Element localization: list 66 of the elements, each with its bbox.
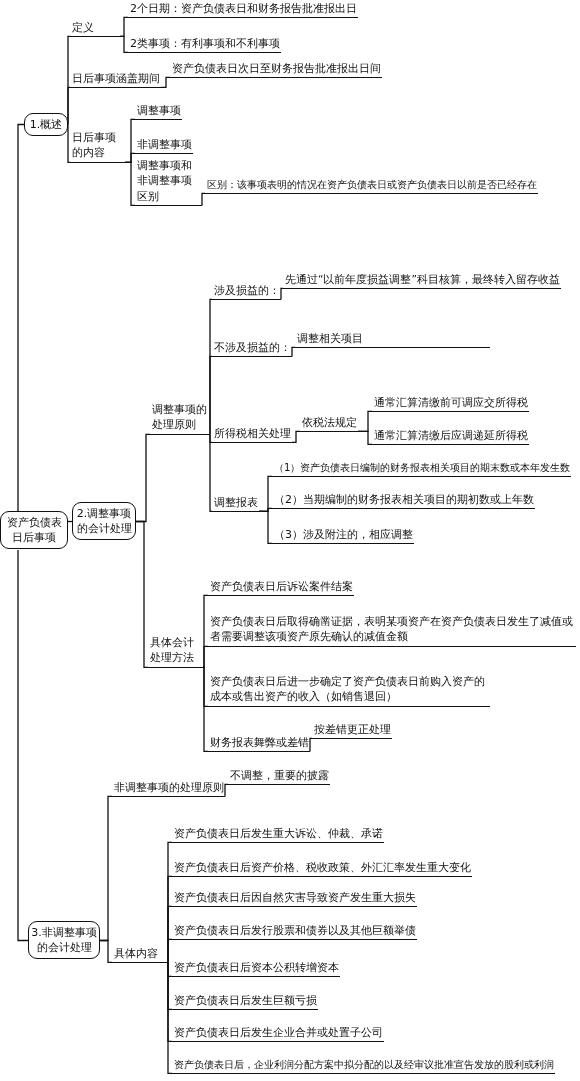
branch-line — [160, 76, 171, 89]
branch-label: 通常汇算清缴前可调应交所得税 — [372, 395, 529, 413]
branch-label: 具体会计处理方法 — [148, 635, 203, 668]
branch-line — [119, 35, 129, 54]
branch-label: 调整相关项目 — [295, 331, 490, 349]
branch-line — [209, 433, 213, 513]
branch-label: 2类事项：有利事项和不利事项 — [128, 36, 281, 54]
branch-line — [280, 287, 284, 301]
branch-label: 不涉及损益的： — [212, 340, 292, 358]
branch-label: 资产负债表日次日至财务报告批准报出日间 — [170, 61, 382, 79]
branch-label: 资产负债表日后诉讼案件结案 — [208, 579, 354, 597]
branch-line — [67, 520, 73, 523]
branch-label: 资产负债表日后发生巨额亏损 — [172, 993, 318, 1011]
branch-line — [202, 666, 209, 753]
branch-line — [224, 783, 229, 798]
branch-line — [291, 430, 301, 444]
branch-label: 所得税相关处理 — [212, 426, 292, 444]
branch-label: （2）当期编制的财务报表相关项目的期初数或上年数 — [272, 492, 535, 510]
branch-line — [258, 510, 273, 545]
topic-box: 3.非调整事项的会计处理 — [28, 920, 100, 960]
branch-label: 日后事项的内容 — [70, 130, 125, 163]
branch-line — [135, 520, 149, 669]
branch-label: 2个日期：资产负债表日和财务报告批准报出日 — [128, 1, 358, 19]
branch-line — [291, 346, 296, 358]
topic-box: 资产负债表日后事项 — [0, 510, 68, 550]
branch-label: 调整报表 — [212, 495, 259, 513]
branch-label: 调整事项和非调整事项区别 — [135, 158, 202, 207]
branch-line — [17, 123, 25, 512]
branch-label: 日后事项涵盖期间 — [70, 71, 161, 89]
branch-label: 区别：该事项表明的情况在资产负债表日或资产负债表日以前是否已经存在 — [205, 178, 538, 194]
branch-label: 资产负债表日后发生重大诉讼、仲裁、承诺 — [172, 826, 384, 844]
branch-line — [17, 549, 29, 942]
branch-line — [99, 939, 113, 964]
topic-box: 2.调整事项的会计处理 — [72, 501, 136, 541]
branch-label: 非调整事项的处理原则 — [112, 780, 225, 798]
branch-label: 先通过“以前年度损益调整”科目核算，最终转入留存收益 — [283, 272, 561, 289]
branch-label: 调整事项的处理原则 — [150, 402, 210, 435]
branch-line — [357, 430, 373, 446]
branch-label: 资产负债表日后，企业利润分配方案中拟分配的以及经审议批准宣告发放的股利或利润 — [172, 1058, 555, 1074]
branch-label: （1）资产负债表日编制的财务报表相关项目的期末数或本年发生数 — [272, 461, 572, 477]
branch-label: 财务报表舞弊或差错 — [208, 735, 310, 753]
branch-label: 依税法规定 — [300, 415, 358, 433]
branch-label: 调整事项 — [135, 103, 182, 121]
branch-label: 具体内容 — [112, 946, 168, 964]
branch-label: 资产负债表日后进一步确定了资产负债表日前购入资产的成本或售出资产的收入（如销售退回） — [208, 674, 490, 707]
branch-line — [209, 355, 213, 436]
branch-line — [167, 938, 173, 964]
branch-label: 非调整事项 — [135, 137, 193, 155]
branch-label: （3）涉及附注的，相应调整 — [272, 527, 414, 545]
branch-line — [201, 192, 206, 207]
branch-label: 资产负债表日后因自然灾害导致资产发生重大损失 — [172, 890, 417, 908]
branch-label: 定义 — [70, 20, 120, 38]
branch-label: 按差错更正处理 — [312, 722, 392, 740]
branch-line — [167, 961, 173, 1075]
branch-line — [202, 645, 209, 669]
branch-label: 资产负债表日后资本公积转增资本 — [172, 960, 340, 978]
branch-label: 不调整，重要的披露 — [228, 768, 330, 786]
branch-label: 资产负债表日后发行股票和债券以及其他巨额举债 — [172, 923, 417, 941]
branch-label: 通常汇算清缴后应调递延所得税 — [372, 428, 529, 446]
branch-label: 资产负债表日后取得确凿证据，表明某项资产在资产负债表日发生了减值或者需要调整该项资产原先确认的减值金额 — [208, 614, 576, 647]
branch-label: 涉及损益的： — [212, 283, 281, 301]
topic-box: 1.概述 — [24, 112, 68, 136]
branch-label: 资产负债表日后发生企业合并或处置子公司 — [172, 1025, 384, 1043]
branch-line — [124, 161, 136, 207]
branch-label: 资产负债表日后资产价格、税收政策、外汇汇率发生重大变化 — [172, 860, 472, 878]
branch-line — [309, 737, 313, 753]
